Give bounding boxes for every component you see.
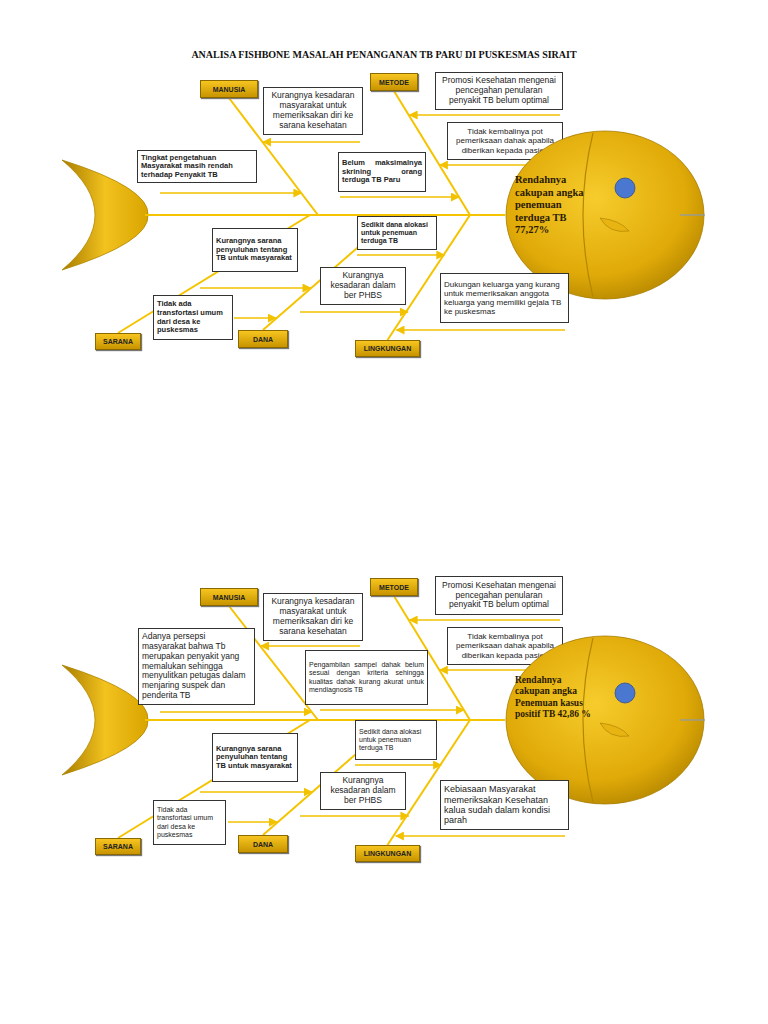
fish-fin xyxy=(600,218,629,231)
cause-text: Kurangnya sarana penyuluhan tentang TB u… xyxy=(216,237,294,263)
cause-box: Pengambilan sampel dahak belum sesuai de… xyxy=(305,650,428,705)
cause-arrow xyxy=(263,141,360,143)
category-box: MANUSIA xyxy=(200,588,258,606)
cause-text: Kurangnya kesadaran dalam ber PHBS xyxy=(324,776,402,805)
cause-box: Tingkat pengetahuan Masyarakat masih ren… xyxy=(137,150,257,183)
category-label: DANA xyxy=(239,336,287,343)
category-box: LINGKUNGAN xyxy=(355,845,420,862)
diagram-title: ANALISA FISHBONE MASALAH PENANGANAN TB P… xyxy=(0,49,768,60)
fish-mouth xyxy=(680,719,705,720)
fish-eye xyxy=(615,683,635,703)
fish-tail xyxy=(62,160,148,270)
category-label: SARANA xyxy=(96,338,140,345)
cause-arrow xyxy=(261,645,360,647)
fish-eye xyxy=(615,178,635,198)
cause-arrow xyxy=(320,709,464,711)
fish-tail xyxy=(62,665,148,775)
cause-box: Dukungan keluarga yang kurang untuk meme… xyxy=(440,273,569,323)
cause-box: Tidak ada transfortasi umum dari desa ke… xyxy=(153,295,233,340)
gill-line xyxy=(583,133,593,297)
cause-text: Kurangnya kesadaran masyarakat untuk mem… xyxy=(267,91,359,130)
cause-box: Adanya persepsi masyarakat bahwa Tb meru… xyxy=(138,628,255,705)
cause-text: Sedikit dana alokasi untuk penemuan terd… xyxy=(361,221,433,245)
fish-mouth xyxy=(680,214,705,215)
cause-box: Belum maksimalnya skrining orang terduga… xyxy=(338,152,426,192)
cause-arrow xyxy=(160,711,312,713)
cause-text: Promosi Kesehatan mengenai pencegahan pe… xyxy=(439,76,559,105)
cause-arrow xyxy=(357,254,444,256)
cause-text: Kurangnya kesadaran dalam ber PHBS xyxy=(324,271,402,300)
category-box: SARANA xyxy=(95,333,141,350)
cause-box: Promosi Kesehatan mengenai pencegahan pe… xyxy=(435,576,563,615)
cause-text: Tidak ada transfortasi umum dari desa ke… xyxy=(157,300,229,335)
category-box: MANUSIA xyxy=(200,80,258,98)
category-label: METODE xyxy=(371,79,417,86)
cause-box: Kebiasaan Masyarakat memeriksakan Keseha… xyxy=(440,780,569,830)
cause-text: Tingkat pengetahuan Masyarakat masih ren… xyxy=(141,154,253,180)
cause-text: Belum maksimalnya skrining orang terduga… xyxy=(342,159,422,185)
category-label: MANUSIA xyxy=(201,86,257,93)
cause-box: Kurangnya kesadaran dalam ber PHBS xyxy=(320,772,406,810)
cause-text: Kurangnya kesadaran masyarakat untuk mem… xyxy=(267,597,359,636)
cause-box: Tidak ada transfortasi umum dari desa ke… xyxy=(153,800,226,845)
cause-box: Kurangnya kesadaran masyarakat untuk mem… xyxy=(263,593,363,641)
category-box: METODE xyxy=(370,578,418,596)
cause-arrow xyxy=(340,196,459,198)
category-label: LINGKUNGAN xyxy=(356,345,419,352)
cause-text: Kurangnya sarana penyuluhan tentang TB u… xyxy=(216,745,294,771)
category-label: LINGKUNGAN xyxy=(356,850,419,857)
cause-text: Adanya persepsi masyarakat bahwa Tb meru… xyxy=(142,632,251,700)
cause-arrow xyxy=(410,114,560,116)
cause-text: Pengambilan sampel dahak belum sesuai de… xyxy=(309,661,424,693)
cause-box: Sedikit dana alokasi untuk penemuan terd… xyxy=(357,216,437,250)
cause-arrow xyxy=(355,764,441,766)
cause-box: Kurangnya sarana penyuluhan tentang TB u… xyxy=(212,228,298,272)
cause-arrow xyxy=(160,192,301,194)
cause-arrow xyxy=(200,791,312,793)
category-label: METODE xyxy=(371,584,417,591)
cause-arrow xyxy=(200,287,311,289)
cause-arrow xyxy=(396,329,565,331)
cause-text: Sedikit dana alokasi untuk penemuan terd… xyxy=(359,728,433,752)
cause-text: Promosi Kesehatan mengenai pencegahan pe… xyxy=(439,581,559,610)
cause-text: Kebiasaan Masyarakat memeriksakan Keseha… xyxy=(444,784,565,825)
cause-arrow xyxy=(410,619,560,621)
cause-arrow xyxy=(228,821,277,823)
effect-text: Rendahnya cakupan angka penemuan terduga… xyxy=(515,174,595,237)
fish-fin xyxy=(600,723,629,736)
cause-box: Promosi Kesehatan mengenai pencegahan pe… xyxy=(435,72,563,110)
cause-box: Kurangnya kesadaran masyarakat untuk mem… xyxy=(263,87,363,135)
cause-arrow xyxy=(300,815,409,817)
cause-text: Dukungan keluarga yang kurang untuk meme… xyxy=(444,280,565,317)
cause-box: Kurangnya kesadaran dalam ber PHBS xyxy=(320,267,406,305)
category-label: SARANA xyxy=(96,843,140,850)
effect-text: Rendahnya cakupan angka Penemuan kasus p… xyxy=(515,675,597,721)
cause-arrow xyxy=(234,317,276,319)
category-label: DANA xyxy=(239,841,287,848)
cause-arrow xyxy=(300,311,408,313)
category-box: SARANA xyxy=(95,838,141,855)
cause-text: Tidak ada transfortasi umum dari desa ke… xyxy=(157,806,222,838)
category-box: DANA xyxy=(238,330,288,348)
head-outline xyxy=(506,636,704,804)
cause-arrow xyxy=(396,835,565,837)
cause-box: Sedikit dana alokasi untuk penemuan terd… xyxy=(355,720,437,760)
category-label: MANUSIA xyxy=(201,594,257,601)
cause-box: Kurangnya sarana penyuluhan tentang TB u… xyxy=(212,733,298,782)
gill-line xyxy=(583,638,593,802)
category-box: DANA xyxy=(238,835,288,853)
category-box: METODE xyxy=(370,73,418,91)
category-box: LINGKUNGAN xyxy=(355,340,420,357)
